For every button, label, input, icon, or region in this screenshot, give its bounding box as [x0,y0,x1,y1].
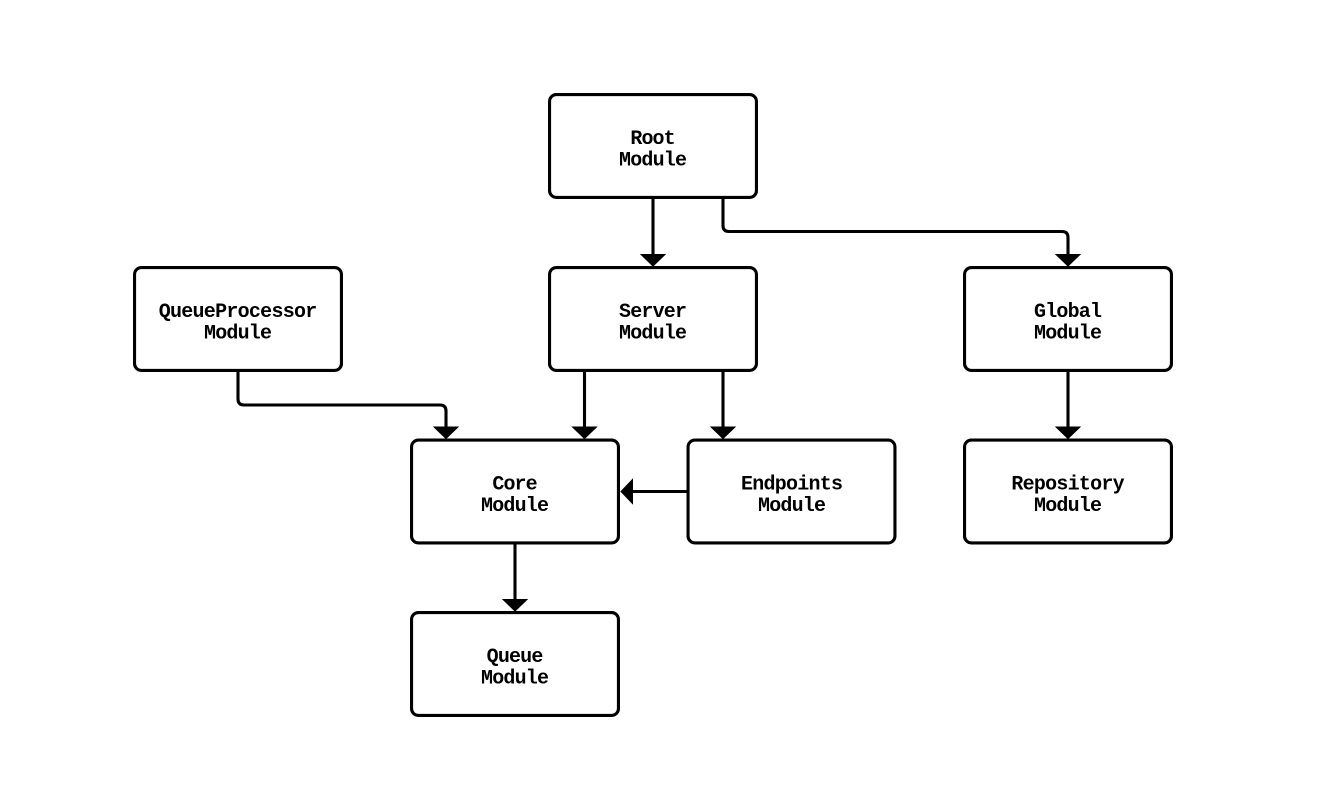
svg-text:Core: Core [492,474,537,497]
svg-text:QueueProcessor: QueueProcessor [159,301,318,324]
svg-text:Module: Module [619,150,687,173]
svg-text:Module: Module [204,323,272,346]
svg-text:Module: Module [481,495,549,518]
svg-text:Queue: Queue [487,646,544,669]
svg-text:Global: Global [1034,301,1102,324]
svg-text:Module: Module [1034,495,1102,518]
svg-text:Module: Module [481,668,549,691]
svg-text:Root: Root [630,128,675,151]
svg-text:Repository: Repository [1011,474,1124,497]
svg-text:Module: Module [1034,323,1102,346]
svg-text:Module: Module [758,495,826,518]
svg-text:Server: Server [619,301,687,324]
svg-text:Endpoints: Endpoints [741,474,843,497]
svg-text:Module: Module [619,323,687,346]
